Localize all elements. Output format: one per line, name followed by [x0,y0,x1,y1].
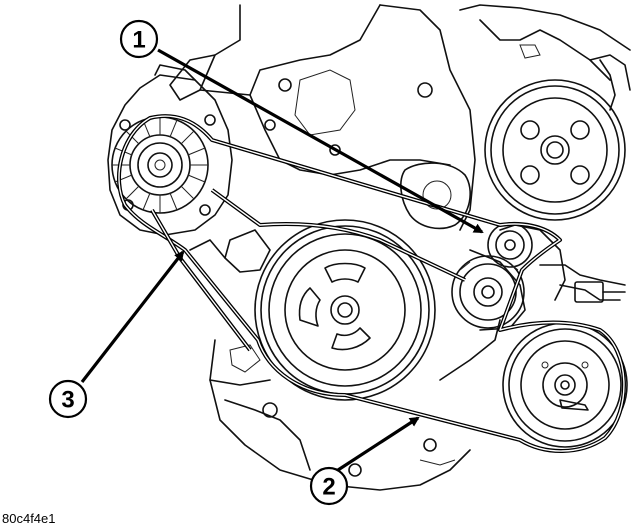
power-steering-pulley [484,79,626,221]
alternator [107,64,233,236]
callout-1: 1 [119,19,159,59]
callout-leaders [80,48,484,472]
crankshaft-pulley [254,219,436,401]
callout-3-number: 3 [61,387,74,414]
callout-2-number: 2 [322,474,335,501]
callout-3: 3 [48,379,88,419]
ac-compressor-pulley [502,322,628,448]
callout-2: 2 [309,466,349,506]
engine-block [169,4,631,491]
leader-arrow-1 [157,48,484,234]
figure-code: 80c4f4e1 [2,511,56,526]
leader-arrow-3 [80,250,185,383]
callout-1-number: 1 [132,27,145,54]
leader-arrow-2 [337,416,420,472]
